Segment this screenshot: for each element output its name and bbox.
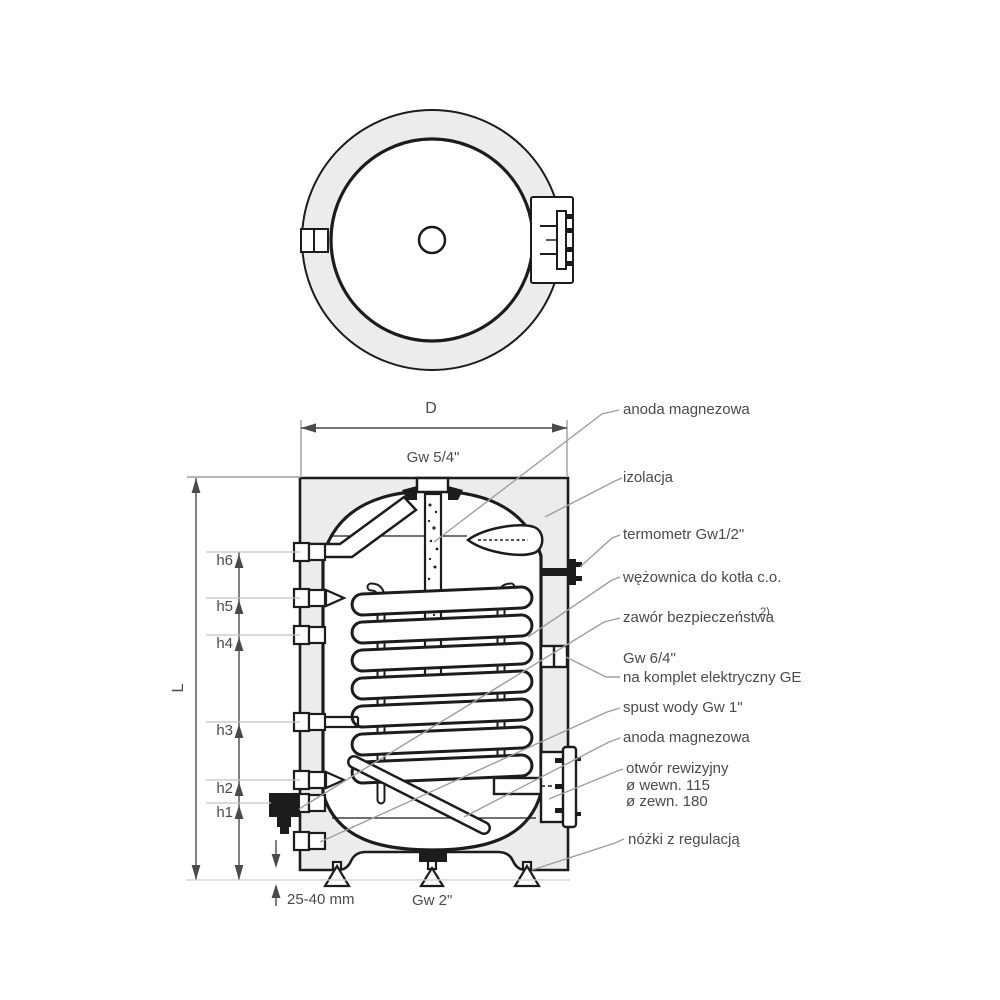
callout-drain: spust wody Gw 1" xyxy=(623,699,743,716)
port-h2 xyxy=(292,769,347,791)
callout-leaders xyxy=(298,409,625,871)
callout-thermometer: termometr Gw1/2" xyxy=(623,526,744,543)
dim-label-h3: h3 xyxy=(216,722,233,739)
port-h4 xyxy=(292,624,327,646)
port-bottom-left xyxy=(292,830,327,852)
top-view-left-stub xyxy=(300,228,329,253)
callout-anode-top: anoda magnezowa xyxy=(623,401,750,418)
callout-electric-line1: Gw 6/4" xyxy=(623,650,676,667)
inspection-flange xyxy=(492,745,581,829)
top-view xyxy=(300,109,574,371)
electric-port xyxy=(539,644,569,669)
dim-label-h2: h2 xyxy=(216,780,233,797)
bottom-port-label: Gw 2" xyxy=(412,892,452,909)
safety-valve xyxy=(269,793,300,834)
dim-label-D: D xyxy=(425,400,437,417)
heating-coil xyxy=(350,585,534,785)
callout-labels: anoda magnezowa izolacja termometr Gw1/2… xyxy=(622,401,801,848)
anode-rod-side xyxy=(347,755,491,835)
callout-inspection-line1: otwór rewizyjny xyxy=(626,760,729,777)
dim-label-h6: h6 xyxy=(216,552,233,569)
callout-inspection-line2: ø wewn. 115 xyxy=(626,777,710,794)
dim-label-h5: h5 xyxy=(216,598,233,615)
callout-safety-valve: zawór bezpieczeństwa xyxy=(623,609,775,626)
callout-insulation: izolacja xyxy=(623,469,674,486)
dim-label-h1: h1 xyxy=(216,804,233,821)
callout-inspection-line3: ø zewn. 180 xyxy=(626,793,708,810)
callout-electric-line2: na komplet elektryczny GE xyxy=(623,669,801,686)
dimension-lines: D Gw 5/4" L h6 h5 h4 h3 h2 h1 xyxy=(170,400,570,909)
callout-anode-side: anoda magnezowa xyxy=(623,729,750,746)
front-view xyxy=(269,476,582,888)
top-view-flange xyxy=(530,196,574,284)
foot-adjust-label: 25-40 mm xyxy=(287,891,355,908)
adjustable-feet xyxy=(323,859,541,888)
bottom-port xyxy=(419,849,447,862)
callout-feet: nóżki z regulacją xyxy=(628,831,740,848)
port-h3 xyxy=(292,711,360,733)
left-ports xyxy=(292,541,360,852)
top-view-center-port xyxy=(417,225,447,255)
top-port xyxy=(402,476,463,500)
thermometer-stub xyxy=(541,559,582,585)
thermowell xyxy=(465,523,544,557)
dim-label-L: L xyxy=(170,683,187,692)
top-port-label: Gw 5/4" xyxy=(407,449,460,466)
callout-coil: wężownica do kotła c.o. xyxy=(622,569,781,586)
port-h5 xyxy=(292,587,347,609)
callout-safety-valve-footnote: 2) xyxy=(760,606,770,618)
dim-label-h4: h4 xyxy=(216,635,233,652)
